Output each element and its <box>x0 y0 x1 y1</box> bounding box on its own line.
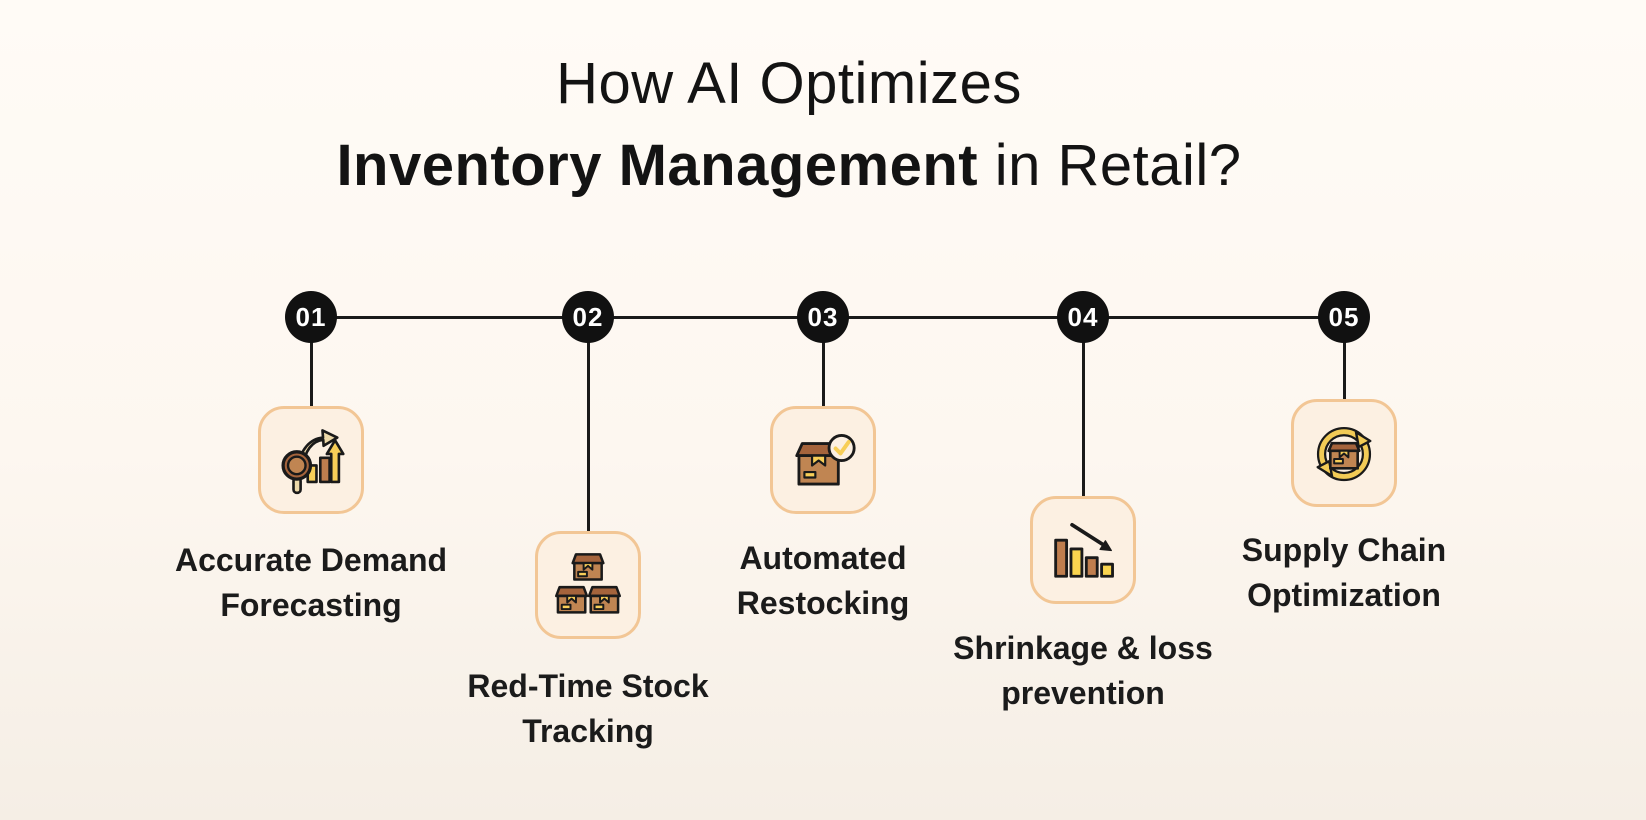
timeline-connector-1 <box>310 341 313 407</box>
timeline-connector-4 <box>1082 341 1085 497</box>
step-label-line2: Tracking <box>522 713 654 750</box>
icon-card-shrinkage-prevention <box>1030 496 1136 604</box>
icon-card-stock-tracking <box>535 531 641 639</box>
step-label-line1: Shrinkage & loss <box>953 630 1213 666</box>
title-line2-emphasis: Inventory Management <box>336 132 979 198</box>
timeline-node-3: 03 <box>797 291 849 343</box>
timeline-node-number: 01 <box>295 301 327 332</box>
timeline-node-number: 05 <box>1328 301 1360 332</box>
timeline-node-1: 01 <box>285 291 337 343</box>
timeline-connector-5 <box>1343 341 1346 400</box>
timeline-node-5: 05 <box>1318 291 1370 343</box>
icon-card-automated-restocking <box>770 406 876 514</box>
timeline-node-4: 04 <box>1057 291 1109 343</box>
timeline-connector-3 <box>822 341 825 407</box>
magnifier-growth-chart-icon <box>281 429 345 495</box>
timeline-connector-2 <box>587 341 590 532</box>
page-title: How AI Optimizes Inventory Management in… <box>139 52 1439 198</box>
timeline-node-2: 02 <box>562 291 614 343</box>
step-label-5: Supply Chain Optimization <box>1134 528 1554 619</box>
step-label-3: Automated Restocking <box>613 536 1033 627</box>
step-label-line2: Optimization <box>1247 577 1441 614</box>
step-label-line1: Supply Chain <box>1241 532 1447 568</box>
step-label-line2: Forecasting <box>220 587 402 624</box>
step-label-line2: Restocking <box>736 585 910 622</box>
title-line2-suffix: in Retail? <box>978 132 1242 198</box>
step-label-line1: Automated <box>739 540 907 576</box>
step-label-2: Red-Time Stock Tracking <box>378 664 798 755</box>
declining-bars-arrow-icon <box>1054 522 1114 578</box>
stacked-boxes-icon <box>555 553 621 614</box>
step-label-line2: prevention <box>1001 675 1165 712</box>
box-checkmark-icon <box>795 433 856 486</box>
timeline-node-number: 04 <box>1067 301 1099 332</box>
timeline-node-number: 02 <box>572 301 604 332</box>
step-label-1: Accurate Demand Forecasting <box>101 538 521 629</box>
box-cycle-arrows-icon <box>1316 427 1372 482</box>
step-label-4: Shrinkage & loss prevention <box>873 626 1293 717</box>
timeline-node-number: 03 <box>807 301 839 332</box>
title-line1: How AI Optimizes <box>556 51 1022 116</box>
icon-card-demand-forecasting <box>258 406 364 514</box>
step-label-line1: Accurate Demand <box>174 542 448 578</box>
title-line2: Inventory Management in Retail? <box>139 132 1439 198</box>
icon-card-supply-chain <box>1291 399 1397 507</box>
step-label-line1: Red-Time Stock <box>467 668 709 704</box>
